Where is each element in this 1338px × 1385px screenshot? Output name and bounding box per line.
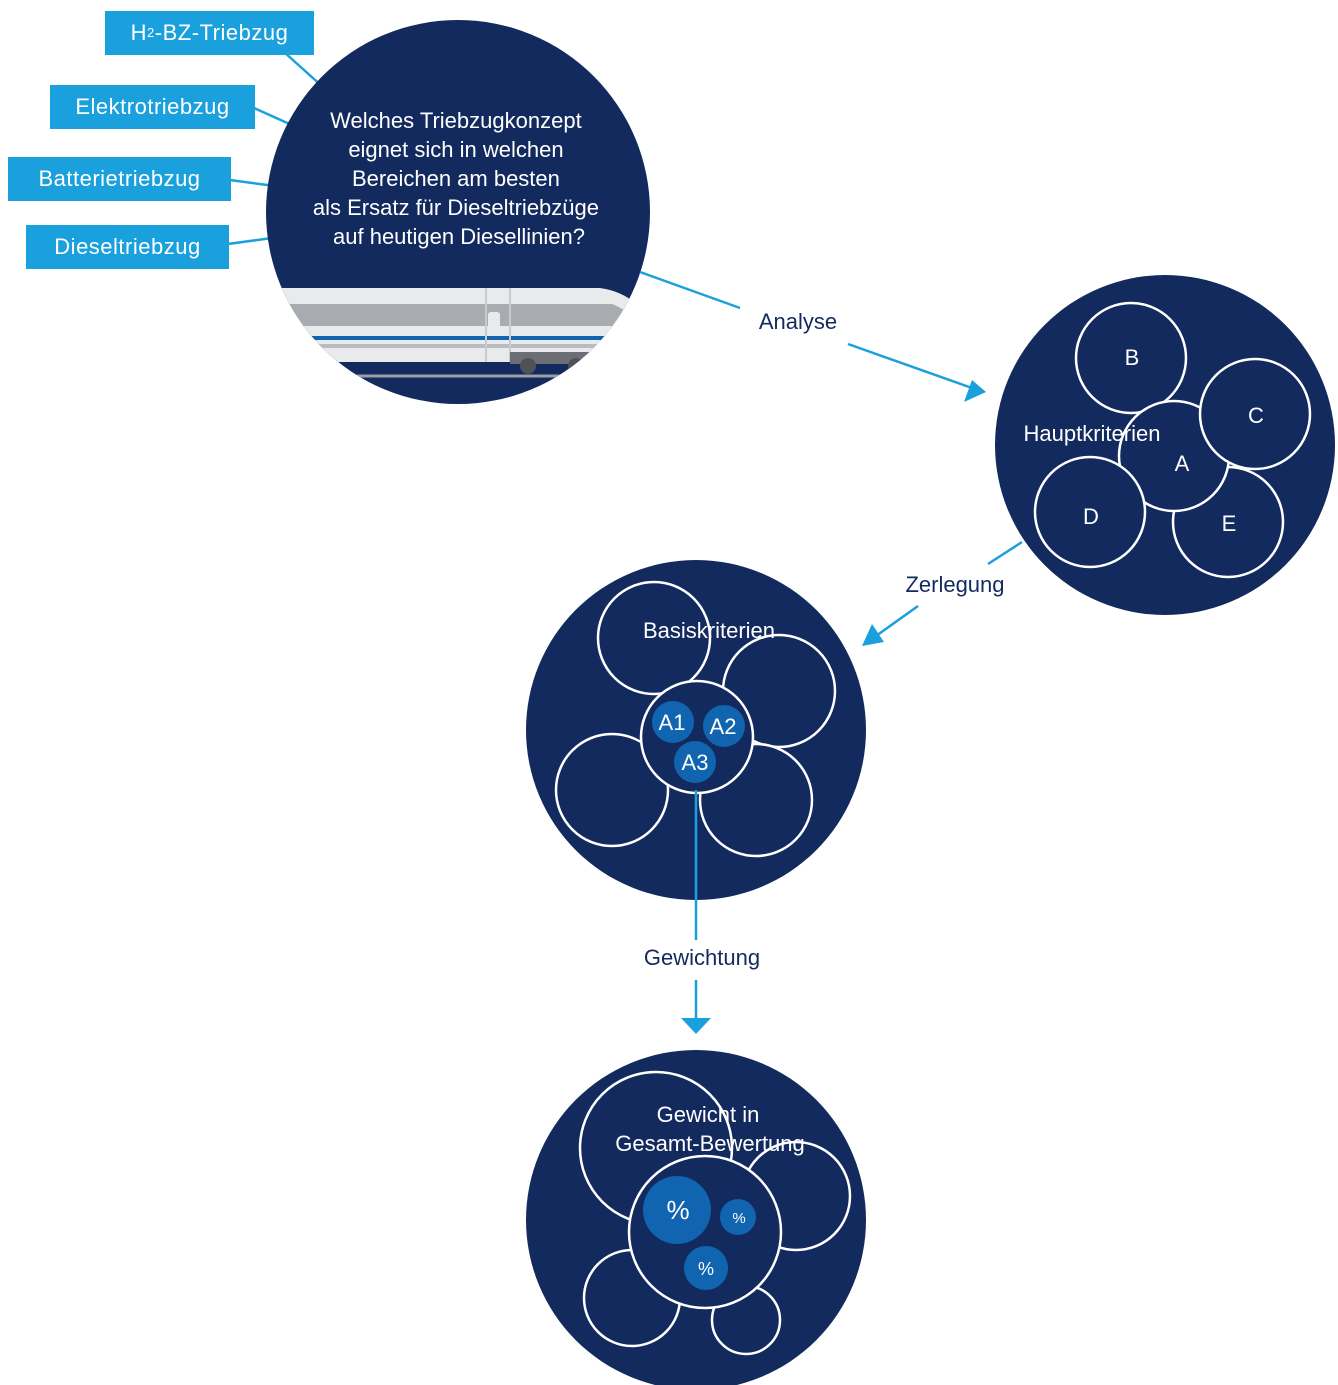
tag-h2-prefix: H [130, 20, 148, 45]
connector-elektro [253, 106, 295, 128]
criterion-a-label: A [1175, 451, 1190, 476]
tag-elektrotriebzug: Elektrotriebzug [50, 85, 255, 129]
percent-small-circle-1 [720, 1199, 756, 1235]
question-line-5: auf heutigen Diesellinien? [333, 224, 585, 249]
tag-batterie-label: Batterietriebzug [38, 166, 201, 191]
gewicht-circle: Gewicht in Gesamt-Bewertung % % % [526, 1050, 866, 1385]
criterion-e-label: E [1222, 511, 1237, 536]
analyse-arrowhead [964, 380, 986, 402]
tag-elektro-label: Elektrotriebzug [75, 94, 230, 119]
basiskriterien-title: Basiskriterien [643, 618, 775, 643]
tag-batterietriebzug: Batterietriebzug [8, 157, 231, 201]
tag-dieseltriebzug: Dieseltriebzug [26, 225, 229, 269]
question-line-3: Bereichen am besten [352, 166, 560, 191]
tag-h2-suffix: -BZ-Triebzug [154, 20, 289, 45]
question-line-1: Welches Triebzugkonzept [330, 108, 582, 133]
basiskriterien-circle: Basiskriterien A1 A2 A3 [526, 560, 866, 940]
percent-small-label-1: % [732, 1210, 745, 1227]
question-line-2: eignet sich in welchen [348, 137, 563, 162]
basis-outer-circle-1 [596, 580, 712, 696]
question-circle: Welches Triebzugkonzept eignet sich in w… [266, 20, 650, 404]
a2-label: A2 [710, 714, 737, 739]
zerlegung-arrowhead [862, 624, 884, 646]
criterion-d-circle [1033, 455, 1147, 569]
analyse-arrow: Analyse [639, 270, 986, 402]
a1-circle [652, 701, 694, 743]
a3-circle [674, 741, 716, 783]
gewichtung-arrowhead [681, 1018, 711, 1034]
basis-outer-circle-3 [554, 732, 670, 848]
criterion-c-label: C [1248, 403, 1264, 428]
criterion-d-label: D [1083, 504, 1099, 529]
criterion-c-circle [1198, 357, 1312, 471]
percent-small-label-2: % [698, 1259, 714, 1279]
svg-text:Welches Triebzugkonzept: Welches Triebzugkonzept eignet sich in w… [313, 108, 605, 249]
criterion-b-label: B [1125, 345, 1140, 370]
question-line-4: als Ersatz für Dieseltriebzüge [313, 195, 599, 220]
percent-small-circle-2 [684, 1246, 728, 1290]
percent-large-circle [643, 1176, 711, 1244]
a1-label: A1 [659, 710, 686, 735]
percent-large-label: % [666, 1195, 689, 1225]
hauptkriterien-title: Hauptkriterien [1024, 421, 1161, 446]
a2-circle [703, 705, 745, 747]
connector-batterie [229, 178, 276, 188]
a3-label: A3 [682, 750, 709, 775]
zerlegung-arrow: Zerlegung [862, 540, 1023, 646]
analyse-label: Analyse [759, 309, 837, 334]
train-illustration [266, 288, 650, 378]
hauptkriterien-circle: Hauptkriterien B C A D E [995, 275, 1335, 615]
gewicht-title-line-1: Gewicht in [657, 1102, 760, 1127]
connector-diesel [227, 236, 273, 246]
gewichtung-label: Gewichtung [644, 945, 760, 970]
zerlegung-label: Zerlegung [905, 572, 1004, 597]
tag-diesel-label: Dieseltriebzug [54, 234, 201, 259]
gewichtung-arrow: Gewichtung [644, 945, 760, 1034]
criterion-b-circle [1074, 301, 1188, 415]
gewicht-title-line-2: Gesamt-Bewertung [615, 1131, 805, 1156]
